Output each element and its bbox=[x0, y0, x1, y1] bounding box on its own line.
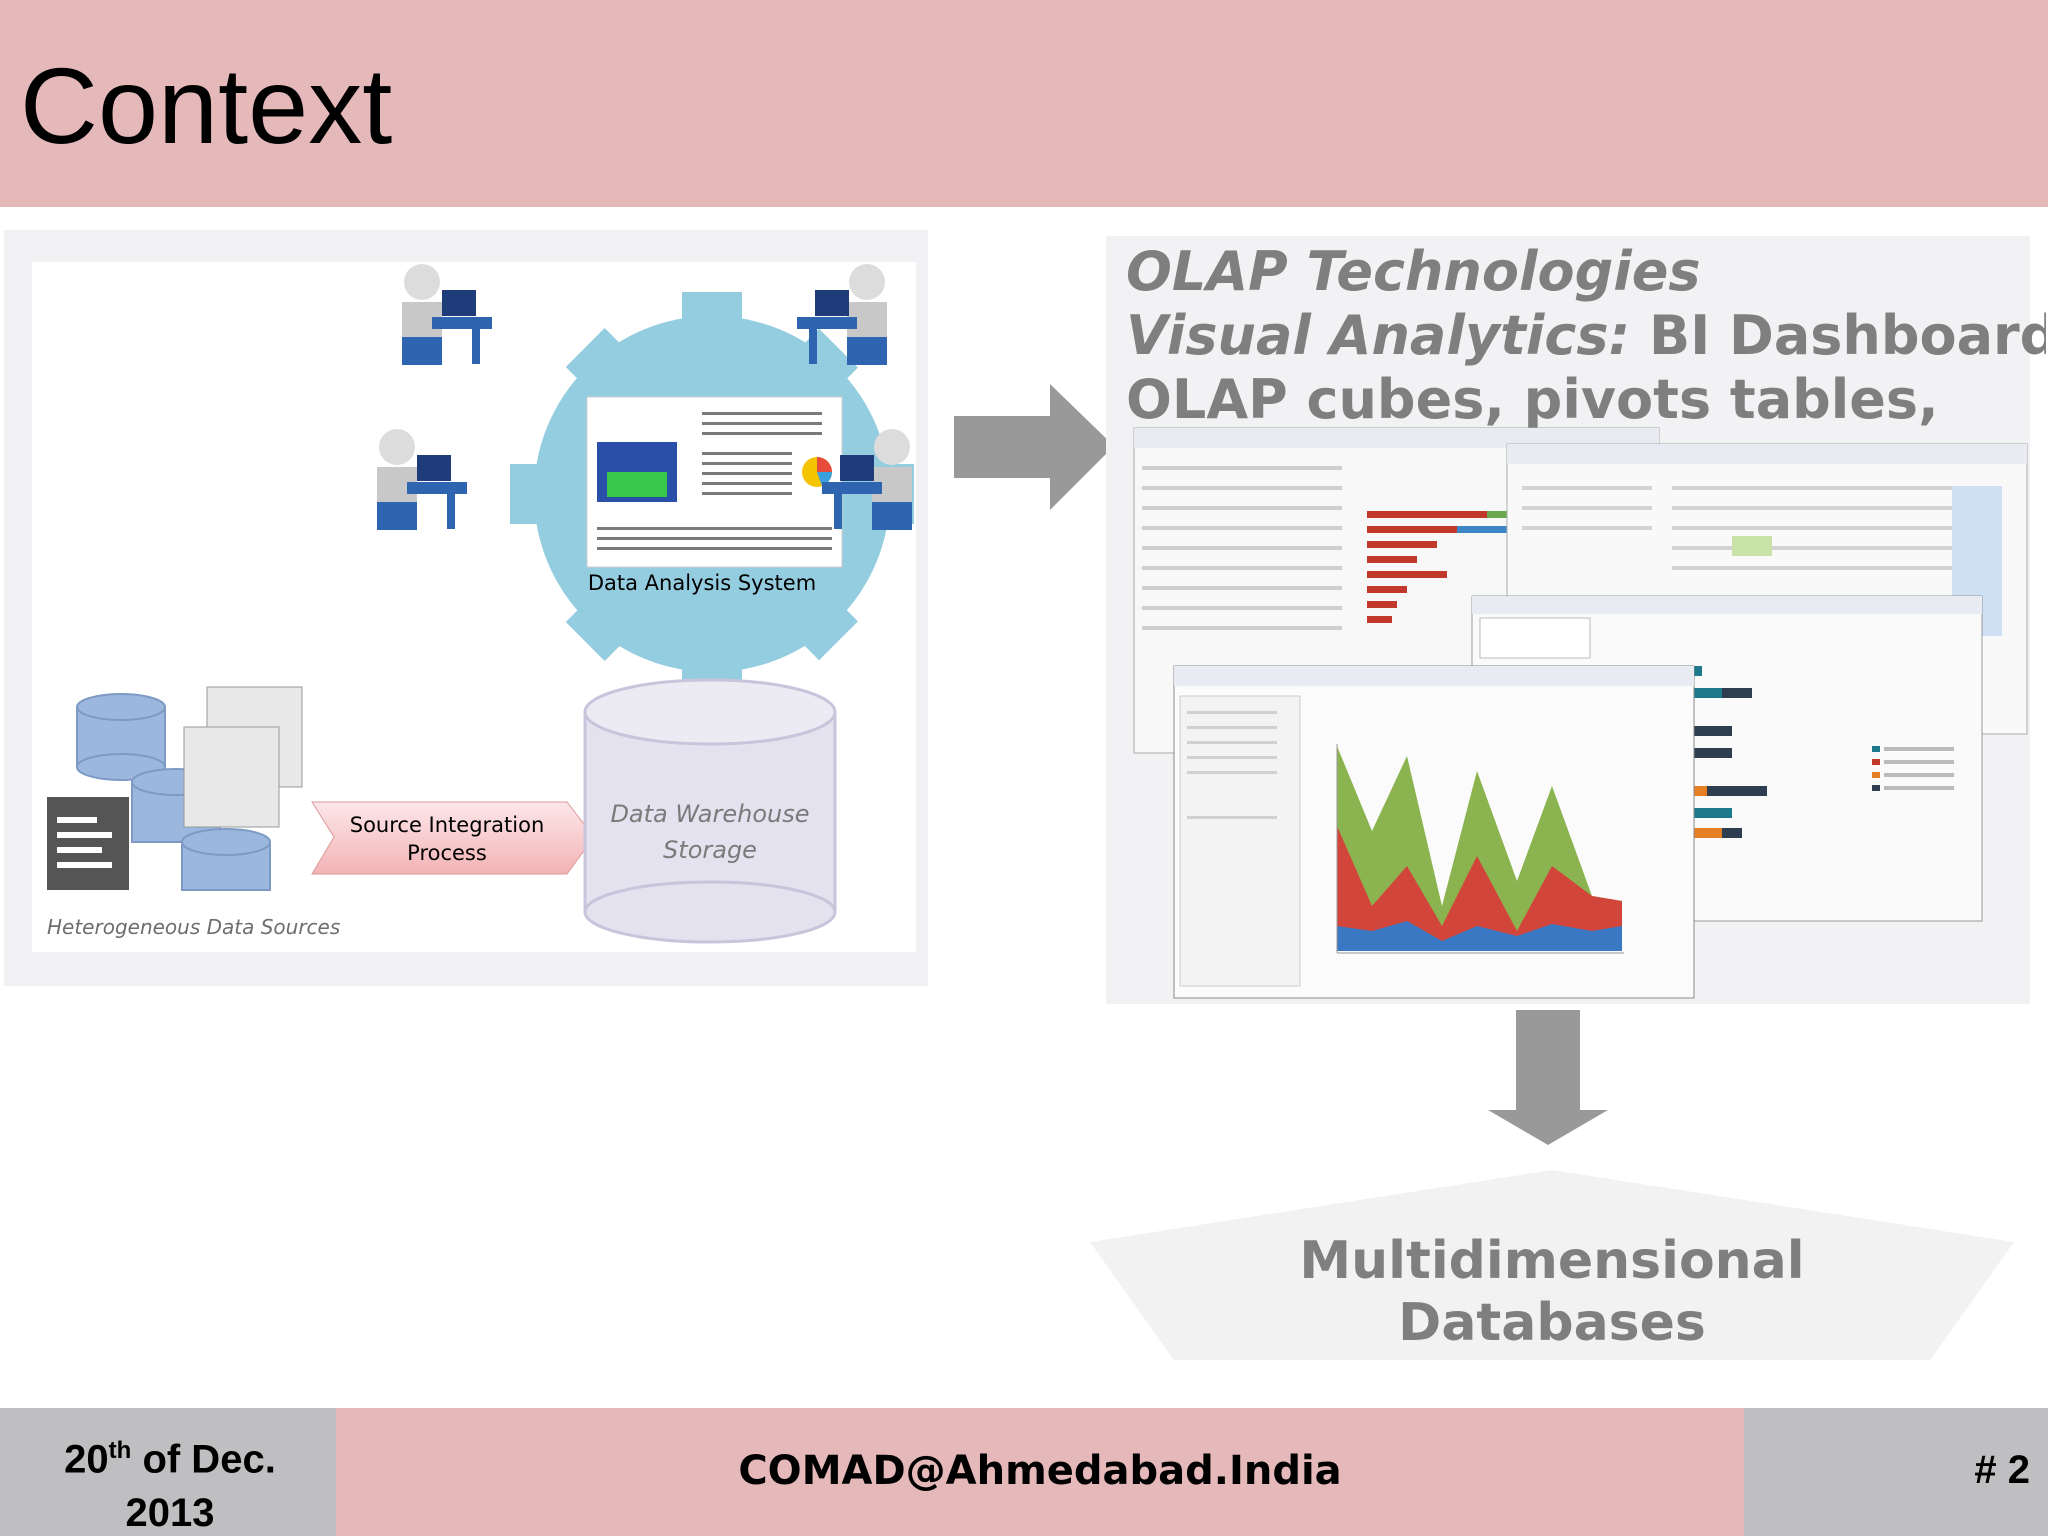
diagram-illustration: Data Analysis System bbox=[47, 264, 914, 944]
slide-title: Context bbox=[20, 45, 393, 166]
multidimensional-label: Multidimensional Databases bbox=[1090, 1230, 2014, 1354]
area-chart-thumbnail bbox=[1336, 744, 1624, 954]
warehouse-cylinder bbox=[583, 678, 837, 944]
integration-arrow bbox=[311, 801, 595, 875]
olap-line-2: Visual Analytics: BI Dashboards, bbox=[1126, 304, 2046, 367]
slide-number: # 2 bbox=[1974, 1448, 2030, 1492]
sources-label: Heterogeneous Data Sources bbox=[47, 915, 340, 939]
user-desk-icons bbox=[377, 264, 912, 530]
report-screenshot bbox=[586, 396, 843, 568]
integration-label-1: Source Integration bbox=[350, 813, 545, 837]
down-arrow-icon bbox=[1488, 1010, 1608, 1145]
diagram-canvas: Data Analysis System bbox=[32, 262, 916, 952]
footer-date: 20th of Dec. 2013 bbox=[64, 1437, 276, 1536]
olap-line-3: OLAP cubes, pivots tables, bbox=[1126, 368, 1939, 431]
footer-page-box: # 2 bbox=[1744, 1408, 2048, 1536]
footer-venue: COMAD@Ahmedabad.India bbox=[738, 1448, 1342, 1494]
right-arrow-icon bbox=[954, 384, 1114, 510]
system-label: Data Analysis System bbox=[588, 571, 816, 595]
database-icons bbox=[47, 686, 303, 891]
dashboard-window-front bbox=[1173, 665, 1695, 999]
multidimensional-line-1: Multidimensional bbox=[1299, 1231, 1805, 1291]
footer: 20th of Dec. 2013 COMAD@Ahmedabad.India … bbox=[0, 1408, 2048, 1536]
data-warehouse-diagram: Data Analysis System bbox=[4, 230, 928, 986]
warehouse-label-1: Data Warehouse bbox=[610, 800, 809, 828]
dashboard-screenshots bbox=[1133, 427, 2028, 999]
integration-label-2: Process bbox=[407, 841, 487, 865]
warehouse-label-2: Storage bbox=[663, 836, 757, 864]
footer-venue-box bbox=[336, 1408, 1744, 1536]
multidimensional-shape bbox=[1090, 1170, 2014, 1360]
olap-heading: OLAP Technologies bbox=[1126, 240, 1701, 303]
olap-description: OLAP Technologies Visual Analytics: BI D… bbox=[1126, 240, 2046, 432]
multidimensional-line-2: Databases bbox=[1398, 1293, 1706, 1353]
title-bar bbox=[0, 0, 2048, 207]
footer-date-box: 20th of Dec. 2013 bbox=[0, 1408, 336, 1536]
